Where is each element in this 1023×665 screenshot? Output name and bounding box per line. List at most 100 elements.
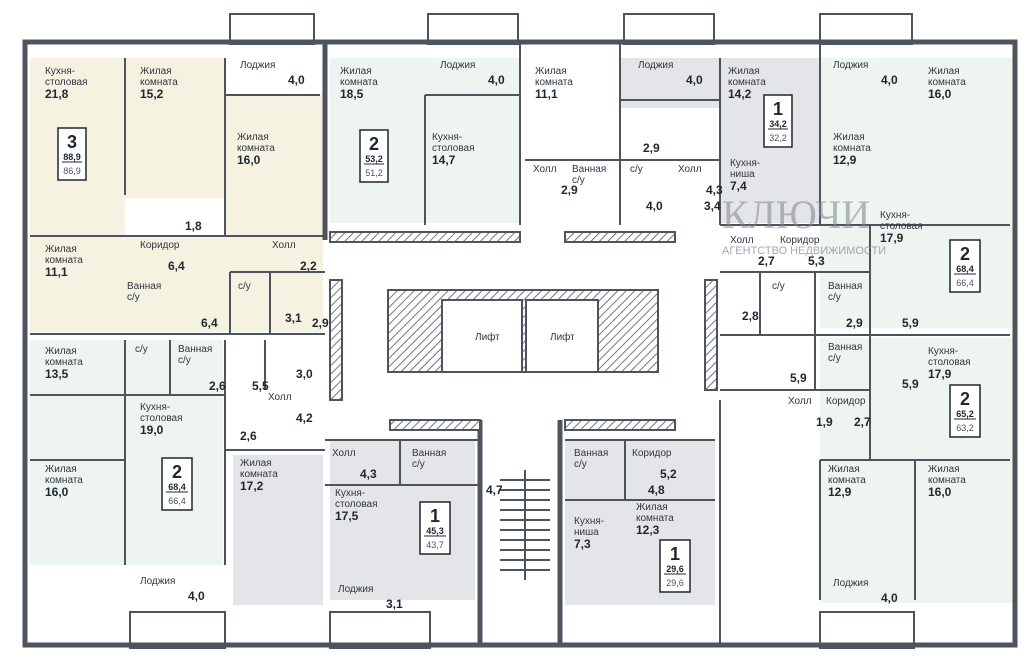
apartment-badge: 1 45,3 43,7: [419, 501, 451, 555]
room-area: 5,5: [252, 379, 269, 393]
svg-text:51,2: 51,2: [365, 168, 383, 178]
room-name: комната: [535, 77, 573, 88]
room-name: Жилая: [45, 464, 77, 475]
room-area: 15,2: [140, 87, 164, 101]
room-label: 2,6: [240, 429, 257, 443]
room-area: 4,0: [646, 199, 663, 213]
room-area: 5,9: [902, 377, 919, 391]
room-area: 3,0: [296, 367, 313, 381]
watermark-tagline: АГЕНТСТВО НЕДВИЖИМОСТИ: [722, 245, 886, 257]
room-name: Ванная: [412, 448, 446, 459]
room-area: 5,9: [902, 316, 919, 330]
room-name: с/у: [772, 281, 785, 292]
room-area: 4,0: [188, 589, 205, 603]
svg-text:43,7: 43,7: [426, 540, 444, 550]
room-area: 4,0: [686, 73, 703, 87]
room-name: с/у: [238, 281, 251, 292]
stair-treads: [500, 470, 550, 580]
room-area: 17,9: [928, 367, 952, 381]
room-area: 4,8: [648, 483, 665, 497]
room-labels: Кухня-столовая21,8Жилаякомната15,2Лоджия…: [45, 60, 971, 611]
room-name: Жилая: [636, 502, 668, 513]
core: Лифт Лифт: [329, 231, 718, 580]
svg-text:2: 2: [960, 244, 970, 264]
room-area: 2,6: [240, 429, 257, 443]
room-area: 2,9: [846, 316, 863, 330]
room-name: Кухня-: [880, 210, 910, 221]
svg-text:86,9: 86,9: [63, 166, 81, 176]
apartment-badge: 1 29,6 29,6: [659, 539, 691, 593]
room-name: Кухня-: [574, 516, 604, 527]
room-area: 2,9: [561, 183, 578, 197]
apartment-badge: 3 88,9 86,9: [57, 127, 87, 181]
svg-text:65,2: 65,2: [956, 409, 974, 419]
room-area: 5,2: [660, 467, 677, 481]
room-name: с/у: [572, 175, 585, 186]
room-name: Ванная: [572, 164, 606, 175]
room-area: 14,7: [432, 153, 456, 167]
room-area: 12,9: [833, 153, 857, 167]
svg-text:88,9: 88,9: [63, 152, 81, 162]
room-name: комната: [728, 77, 766, 88]
room-name: Кухня-: [730, 158, 760, 169]
room-area: 7,4: [730, 179, 747, 193]
room-name: Жилая: [928, 464, 960, 475]
room-name: с/у: [178, 355, 191, 366]
room-name: Холл: [268, 392, 292, 403]
room-name: Лоджия: [140, 576, 175, 587]
room-name: Коридор: [140, 240, 180, 251]
svg-text:2: 2: [172, 462, 182, 482]
room-area: 4,0: [881, 73, 898, 87]
room-name: Лоджия: [638, 60, 673, 71]
room-name: Кухня-: [140, 402, 170, 413]
room-name: Холл: [272, 240, 296, 251]
room-name: комната: [928, 77, 966, 88]
room-name: с/у: [630, 164, 643, 175]
svg-text:45,3: 45,3: [426, 526, 444, 536]
room-label: 5,9: [790, 371, 807, 385]
svg-text:32,2: 32,2: [769, 133, 787, 143]
room-name: столовая: [335, 499, 378, 510]
room-area: 2,7: [854, 415, 871, 429]
apartment-badge: 1 34,2 32,2: [763, 94, 793, 148]
room-area: 16,0: [45, 485, 69, 499]
room-name: Кухня-: [928, 346, 958, 357]
room-label: Лоджия 4,0: [638, 60, 703, 87]
room-name: ниша: [574, 527, 599, 538]
room-area: 16,0: [928, 87, 952, 101]
walls: [22, 13, 1018, 649]
room-area: 6,4: [168, 259, 185, 273]
room-name: Кухня-: [335, 488, 365, 499]
room-label: 2,9: [643, 141, 660, 155]
room-name: комната: [340, 77, 378, 88]
room-name: Холл: [332, 448, 356, 459]
svg-text:2: 2: [369, 134, 379, 154]
apartment-badge: 2 53,2 51,2: [359, 129, 389, 183]
room-name: Жилая: [833, 132, 865, 143]
room-name: с/у: [127, 292, 140, 303]
room-name: Ванная: [828, 281, 862, 292]
room-name: столовая: [880, 221, 923, 232]
room-name: Жилая: [535, 66, 567, 77]
room-area: 3,1: [386, 597, 403, 611]
room-name: с/у: [828, 353, 841, 364]
